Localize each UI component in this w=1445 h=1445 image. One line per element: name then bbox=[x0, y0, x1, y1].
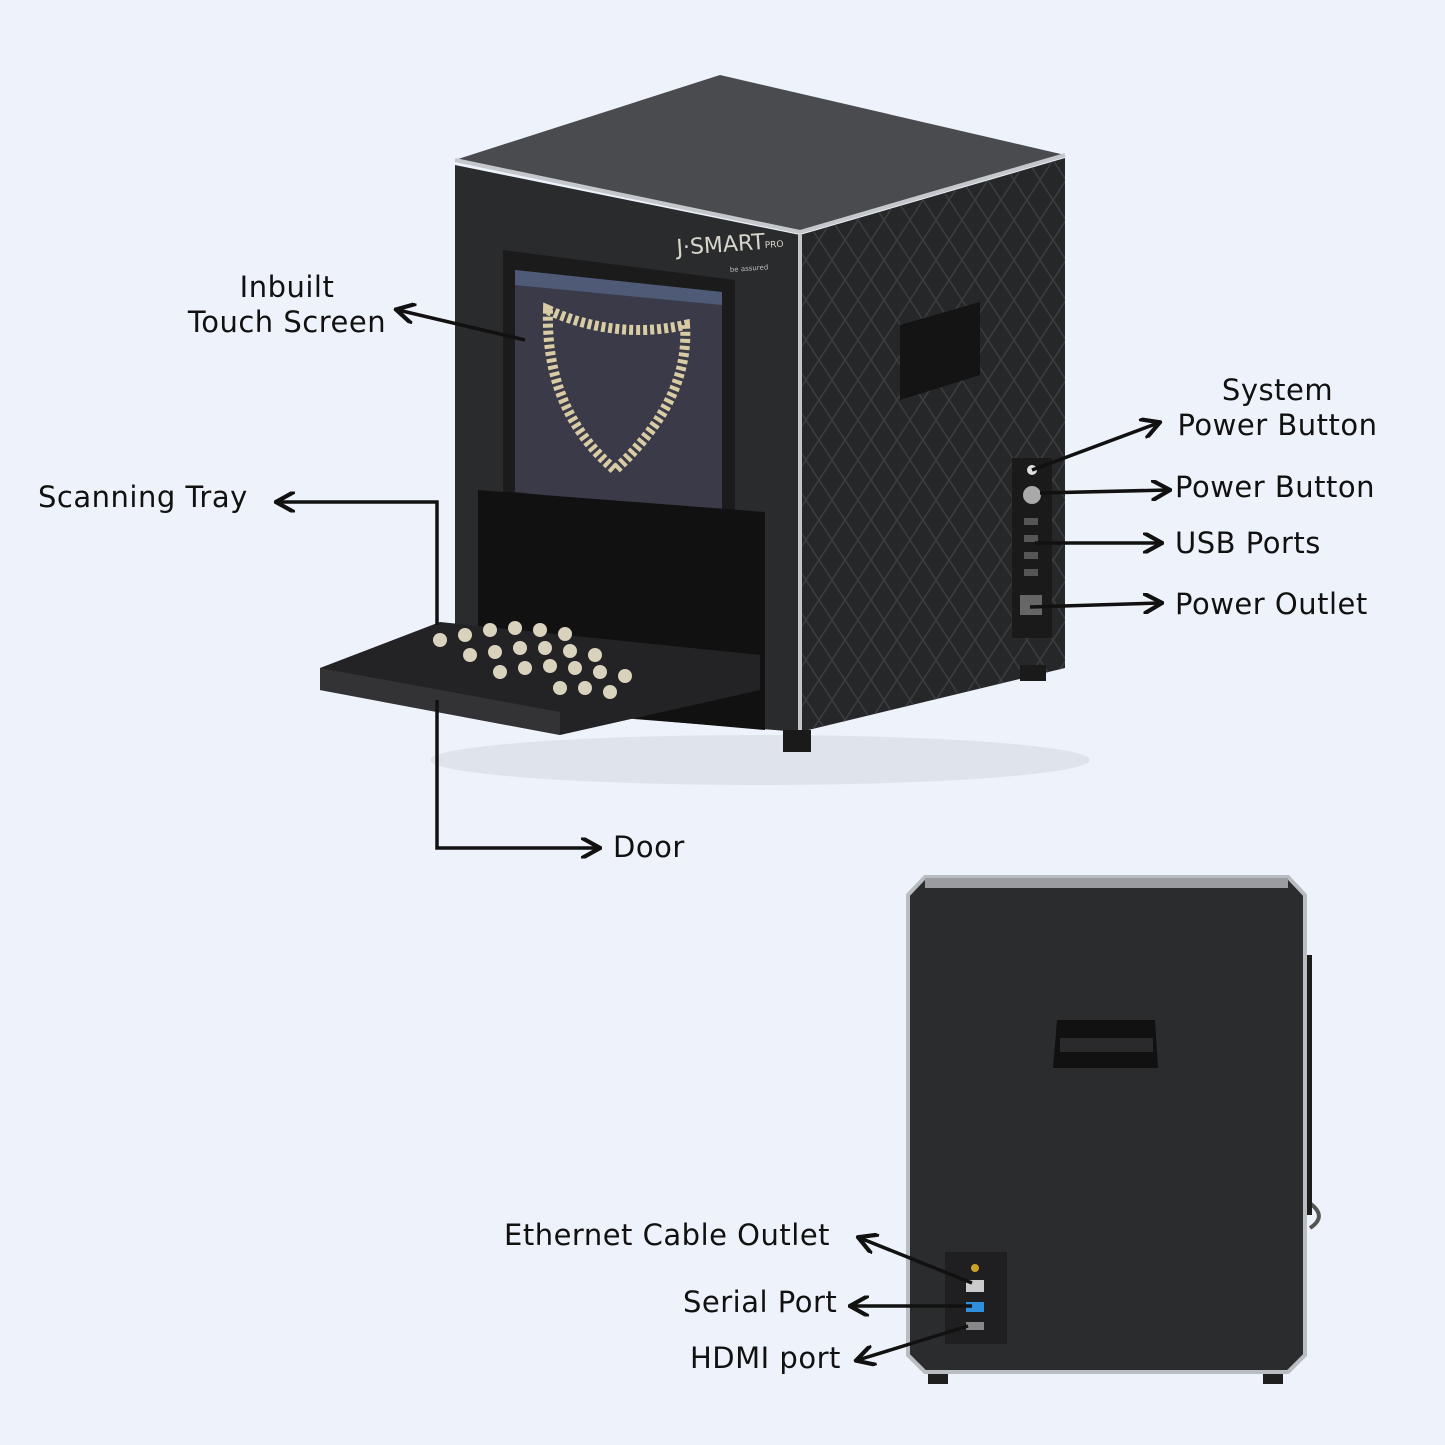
touch-screen bbox=[515, 270, 722, 515]
label-touch-screen: Inbuilt Touch Screen bbox=[172, 270, 402, 340]
arrow-power-button bbox=[1039, 490, 1168, 493]
svg-text:PRO: PRO bbox=[765, 240, 784, 251]
label-hdmi-port: HDMI port bbox=[690, 1341, 841, 1375]
serial-port bbox=[966, 1302, 984, 1312]
label-scanning-tray: Scanning Tray bbox=[38, 480, 248, 514]
label-ethernet: Ethernet Cable Outlet bbox=[504, 1218, 831, 1252]
power-button bbox=[1023, 486, 1041, 504]
label-door: Door bbox=[613, 830, 685, 864]
arrow-system-power bbox=[1031, 423, 1158, 472]
label-usb-ports: USB Ports bbox=[1175, 526, 1321, 560]
scanner-front-view: J·SMART PRO be assured bbox=[320, 75, 1090, 785]
arrow-touch-screen bbox=[398, 310, 526, 342]
svg-text:be assured: be assured bbox=[730, 263, 769, 274]
label-power-button: Power Button bbox=[1175, 470, 1376, 504]
power-outlet bbox=[1020, 595, 1042, 615]
label-line: Power Button bbox=[1177, 407, 1378, 442]
label-line: Inbuilt bbox=[239, 270, 335, 304]
label-serial-port: Serial Port bbox=[683, 1285, 838, 1319]
top-face bbox=[455, 75, 1065, 232]
label-power-outlet: Power Outlet bbox=[1175, 587, 1368, 621]
side-handle bbox=[900, 302, 980, 400]
scanner-back-view bbox=[906, 875, 1321, 1384]
arrow-hdmi bbox=[858, 1324, 969, 1360]
arrow-door bbox=[435, 700, 598, 848]
callout-arrows bbox=[278, 310, 1168, 1360]
arrow-scanning-tray bbox=[278, 502, 439, 625]
arrow-ethernet bbox=[860, 1238, 973, 1285]
label-line: Touch Screen bbox=[187, 304, 387, 339]
label-line: System bbox=[1221, 373, 1334, 407]
label-system-power-button: System Power Button bbox=[1170, 373, 1385, 443]
hdmi-port bbox=[966, 1322, 984, 1330]
arrow-power-outlet bbox=[1029, 603, 1160, 607]
antenna-connector bbox=[971, 1264, 979, 1272]
